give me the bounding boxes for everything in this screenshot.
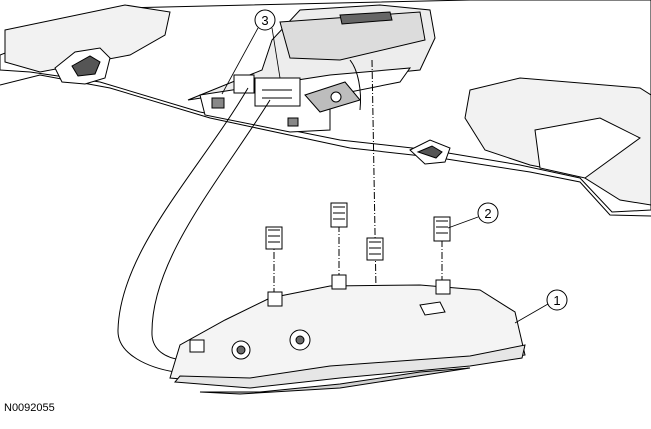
clip-a: [265, 226, 283, 250]
right-visor: [409, 77, 651, 206]
overhead-console: [169, 274, 526, 395]
callout-2: 2: [477, 202, 499, 224]
clip-d: [433, 216, 451, 242]
callout-1: 1: [546, 289, 568, 311]
wiring-harness: [117, 59, 361, 373]
leader-lines: [221, 27, 549, 324]
retaining-clips: [265, 202, 451, 261]
callout-3: 3: [254, 9, 276, 31]
callout-1-number: 1: [553, 293, 560, 308]
left-visor: [4, 4, 171, 85]
clip-b: [330, 202, 348, 228]
callout-2-number: 2: [484, 206, 491, 221]
figure-id: N0092055: [4, 402, 55, 414]
callout-3-number: 3: [261, 13, 268, 28]
clip-c: [366, 237, 384, 261]
